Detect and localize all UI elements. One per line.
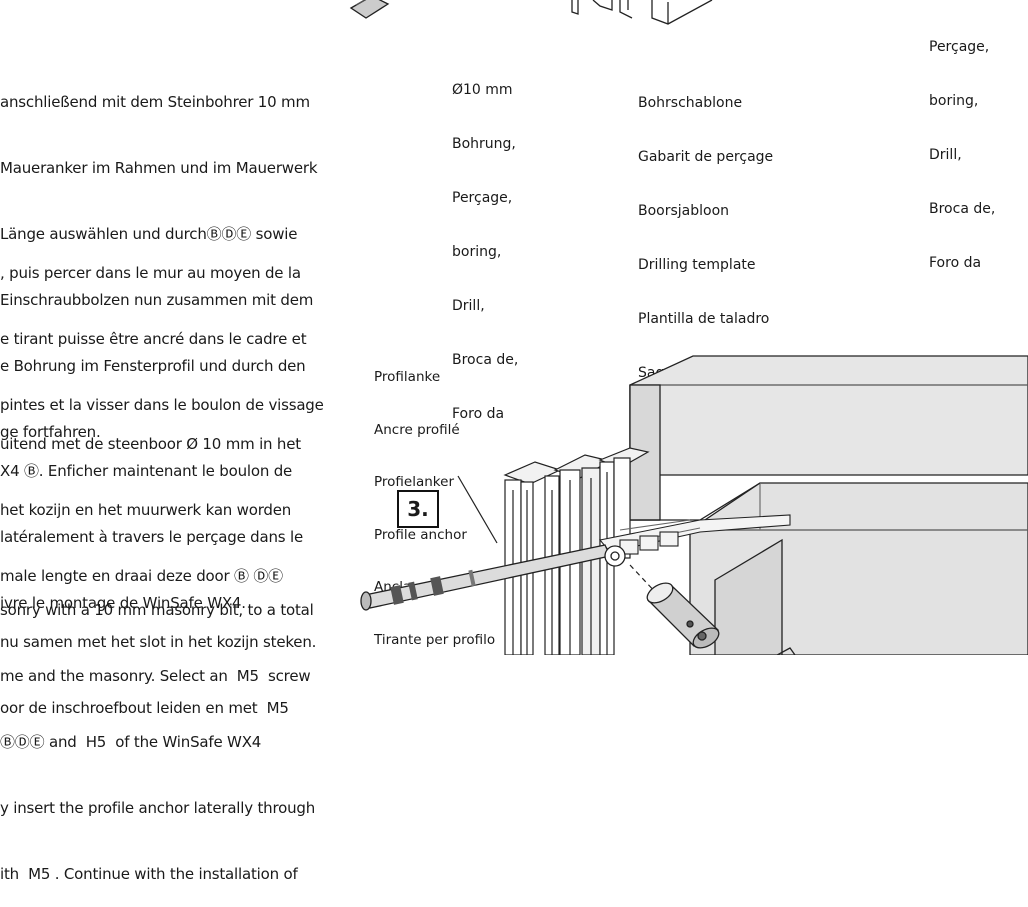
caption-line: Plantilla de taladro	[638, 311, 770, 327]
caption-line: Profile anchor	[374, 526, 467, 543]
text-line: pintes et la visser dans le boulon de vi…	[0, 396, 324, 414]
text-line: ivre le montage de WinSafe WX4.	[0, 594, 246, 612]
text-line: y insert the profile anchor laterally th…	[0, 799, 316, 817]
paragraph-german: anschließend mit dem Steinbohrer 10 mm M…	[0, 47, 318, 465]
profile-anchor-rod	[360, 544, 626, 611]
text-line: ⒷⒹⒺ and H5 of the WinSafe WX4	[0, 733, 262, 751]
caption-line: boring,	[929, 93, 979, 109]
text-line: , puis percer dans le mur au moyen de la	[0, 264, 301, 282]
caption-line: Broca de,	[452, 352, 519, 368]
text-line: me and the masonry. Select an M5 screw	[0, 667, 311, 685]
caption-line: Tirante per profilo	[374, 631, 496, 648]
text-line: Einschraubbolzen nun zusammen mit dem	[0, 291, 314, 309]
paragraph-dutch: uitend met de steenboor Ø 10 mm in het h…	[0, 389, 316, 741]
text-line: uitend met de steenboor Ø 10 mm in het	[0, 435, 301, 453]
frame-channel	[598, 514, 791, 555]
window-frame-profile	[503, 447, 650, 655]
caption-line: boring,	[452, 244, 502, 260]
caption-line: Profielanker	[374, 474, 454, 490]
caption-line: Gabarit de perçage	[638, 149, 774, 165]
text-line: anschließend mit dem Steinbohrer 10 mm	[0, 93, 310, 111]
text-line: e tirant puisse être ancré dans le cadre…	[0, 330, 307, 348]
caption-line: Ø10 mm	[452, 82, 513, 98]
text-line: ith M5 . Continue with the installation …	[0, 865, 298, 883]
drilling-template-icon	[571, 0, 713, 25]
caption-line: Perçage,	[929, 39, 990, 55]
caption-line: Drill,	[452, 298, 485, 314]
caption-line: Drilling template	[638, 257, 756, 273]
right-drill-caption: Perçage, boring, Drill, Broca de, Foro d…	[929, 2, 995, 290]
drill-caption: Ø10 mm Bohrung, Perçage, boring, Drill, …	[452, 45, 518, 441]
text-line: X4 Ⓑ. Enficher maintenant le boulon de	[0, 462, 293, 480]
text-line: het kozijn en het muurwerk kan worden	[0, 501, 292, 519]
caption-line: Drill,	[929, 147, 962, 163]
step-number-box: 3.	[397, 490, 439, 528]
paragraph-french: , puis percer dans le mur au moyen de la…	[0, 218, 324, 636]
screw-bolt	[646, 582, 720, 649]
drill-bit-icon	[349, 0, 390, 19]
text-line: latéralement à travers le perçage dans l…	[0, 528, 303, 546]
text-line: male lengte en draai deze door Ⓑ ⒹⒺ	[0, 567, 283, 585]
text-line: sonry with a 10 mm masonry bit, to a tot…	[0, 601, 314, 619]
caption-line: Foro da	[929, 255, 982, 271]
caption-line: Ancre profilé	[374, 421, 460, 438]
bracket-fragment	[775, 647, 796, 655]
caption-line: Bohrschablone	[638, 95, 743, 111]
leader-line	[457, 475, 498, 544]
caption-line: Bohrung,	[452, 136, 516, 152]
caption-line: Perçage,	[452, 190, 513, 206]
text-line: e Bohrung im Fensterprofil und durch den	[0, 357, 306, 375]
installation-illustration	[349, 0, 1028, 655]
caption-line: Boorsjabloon	[638, 203, 730, 219]
caption-line: Foro da	[452, 406, 505, 422]
caption-line: Broca de,	[929, 201, 996, 217]
text-line: ge fortfahren.	[0, 423, 101, 441]
text-line: Länge auswählen und durchⒷⒹⒺ sowie	[0, 225, 298, 243]
text-line: Maueranker im Rahmen und im Mauerwerk	[0, 159, 318, 177]
text-line: nu samen met het slot in het kozijn stek…	[0, 633, 317, 651]
caption-line: Profilanke	[374, 369, 441, 385]
